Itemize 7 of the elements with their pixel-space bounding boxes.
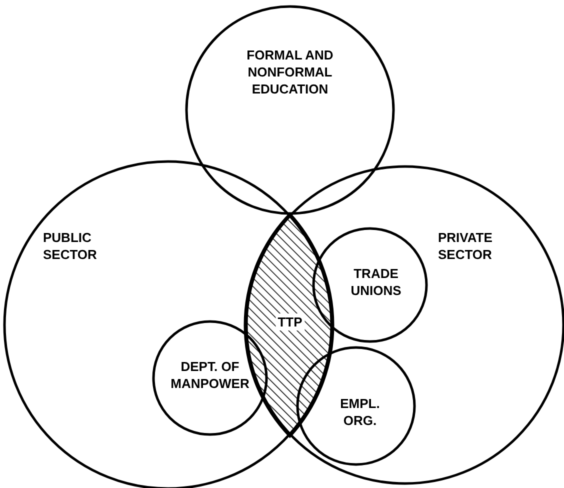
circle-label: PRIVATE SECTOR — [438, 229, 494, 263]
circle-label: EMPL. ORG. — [339, 395, 381, 429]
circle-label: DEPT. OF MANPOWER — [170, 358, 250, 392]
circle-label: FORMAL AND NONFORMAL EDUCATION — [246, 46, 334, 98]
overlap-label: TTP — [276, 313, 304, 330]
circle-label: PUBLIC SECTOR — [43, 229, 98, 263]
circle-label: TRADE UNIONS — [350, 265, 402, 299]
